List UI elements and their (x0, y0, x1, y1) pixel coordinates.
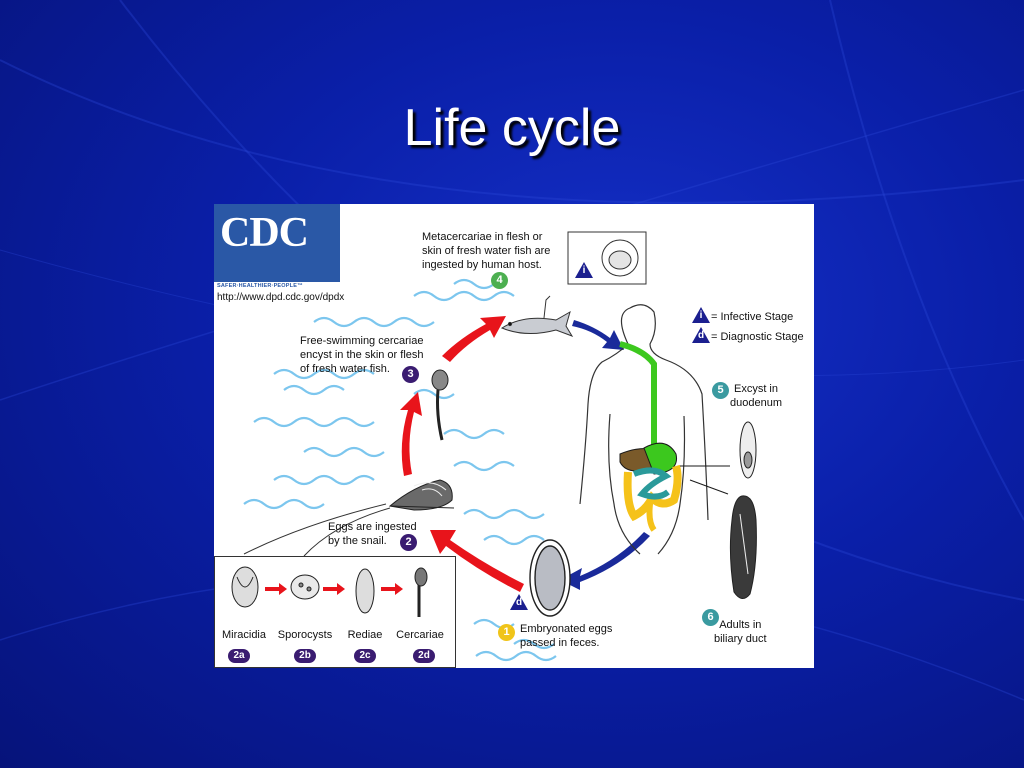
arrow-fish-to-mouth (572, 320, 624, 350)
snail-icon (388, 479, 455, 511)
stage-label-sporocysts: Sporocysts (277, 629, 333, 641)
embryonated-egg-icon (529, 539, 571, 617)
snail-connector-lines (243, 503, 391, 557)
stage-badge-2c: 2c (354, 649, 376, 663)
stage-label-rediae: Rediae (347, 629, 383, 641)
arrow-egg-to-snail (430, 530, 524, 592)
step-4-badge: 4 (491, 272, 508, 289)
step-1-badge: 1 (498, 624, 515, 641)
step-3-caption: Free-swimming cercariae encyst in the sk… (300, 335, 424, 375)
diagram-art (243, 231, 757, 662)
stage-badge-2d: 2d (413, 649, 435, 663)
human-host-outline (579, 304, 709, 555)
snail-stages-art (231, 566, 428, 617)
step-5-badge: 5 (712, 382, 729, 399)
digestive-tract (619, 341, 730, 532)
legend-diagnostic-label: = Diagnostic Stage (711, 331, 804, 343)
step-5-caption: Excyst in duodenum (730, 383, 782, 409)
redia-icon (355, 568, 375, 614)
step-4-infective-icon: i (575, 262, 593, 278)
stage-label-cercariae: Cercariae (396, 629, 444, 641)
arrow-cercariae-to-fish (442, 316, 506, 362)
step-2-caption: Eggs are ingested by the snail. (328, 521, 417, 547)
metacercaria-inset (567, 231, 647, 285)
step-3-badge: 3 (402, 366, 419, 383)
excysted-larva-icon (739, 421, 757, 479)
arrow-host-to-egg (560, 532, 650, 590)
cdc-logo: CDC (214, 204, 340, 282)
step-6-caption: Adults in biliary duct (714, 619, 767, 645)
water-waves (243, 278, 557, 662)
step-1-caption: Embryonated eggs passed in feces. (520, 623, 613, 649)
step-1-diagnostic-icon: d (510, 594, 528, 610)
cercaria-stage-icon (414, 567, 428, 587)
slide-title: Life cycle (403, 99, 621, 157)
blue-cycle-arrows (560, 320, 650, 590)
legend-infective-label: = Infective Stage (711, 311, 794, 323)
stage-arrows (265, 583, 403, 595)
step-6-badge: 6 (702, 609, 719, 626)
source-url: http://www.dpd.cdc.gov/dpdx (217, 292, 345, 303)
sporocyst-icon (290, 574, 320, 600)
fish-icon (500, 295, 574, 337)
step-2-badge: 2 (400, 534, 417, 551)
stage-label-miracidia: Miracidia (221, 629, 266, 641)
stage-badge-2b: 2b (294, 649, 316, 663)
cercaria-icon (431, 369, 449, 441)
step-4-caption: Metacercariae in flesh or skin of fresh … (422, 231, 551, 271)
life-cycle-diagram: CDC SAFER·HEALTHIER·PEOPLE™ http://www.d… (214, 204, 814, 668)
infective-stage-icon: i (692, 307, 710, 323)
cdc-tagline: SAFER·HEALTHIER·PEOPLE™ (217, 283, 303, 289)
snail-stages-inset: Miracidia Sporocysts Rediae Cercariae 2a… (214, 556, 456, 668)
stage-badge-2a: 2a (228, 649, 250, 663)
cdc-logo-text: CDC (220, 210, 309, 256)
diagnostic-stage-icon: d (692, 327, 710, 343)
red-cycle-arrows (400, 316, 524, 592)
adult-fluke-icon (729, 495, 757, 599)
arrow-snail-to-cercariae (400, 392, 422, 476)
